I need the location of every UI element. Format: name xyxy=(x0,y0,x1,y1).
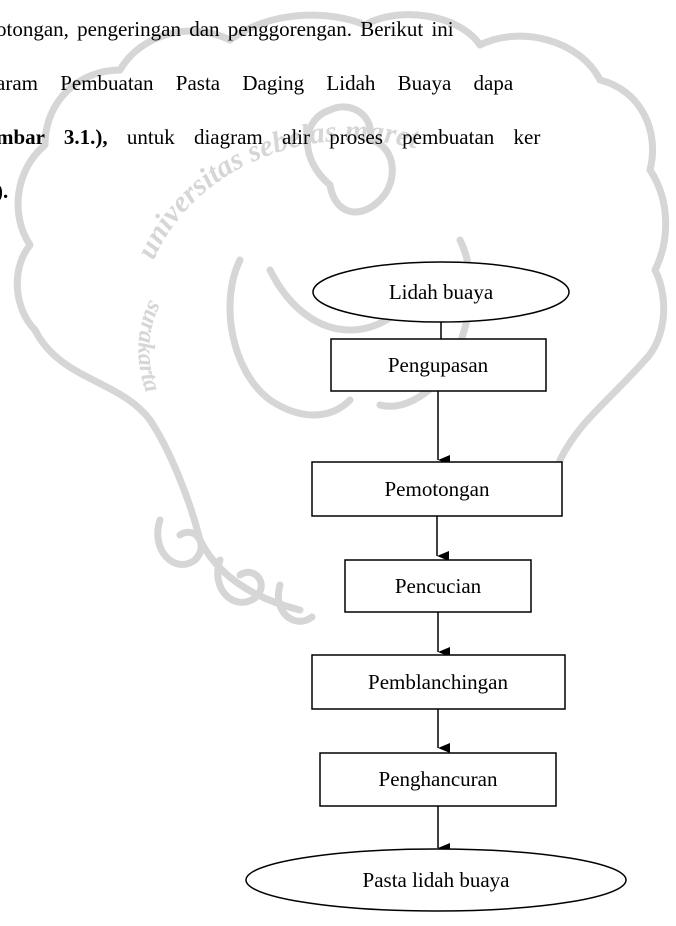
start-node-label: Lidah buaya xyxy=(389,280,494,304)
process-step-label: Penghancuran xyxy=(379,767,498,791)
process-step-label: Pencucian xyxy=(395,574,482,598)
process-step-label: Pemotongan xyxy=(385,477,490,501)
process-step-label: Pemblanchingan xyxy=(368,670,508,694)
end-node-label: Pasta lidah buaya xyxy=(363,868,511,892)
process-step-label: Pengupasan xyxy=(388,353,489,377)
